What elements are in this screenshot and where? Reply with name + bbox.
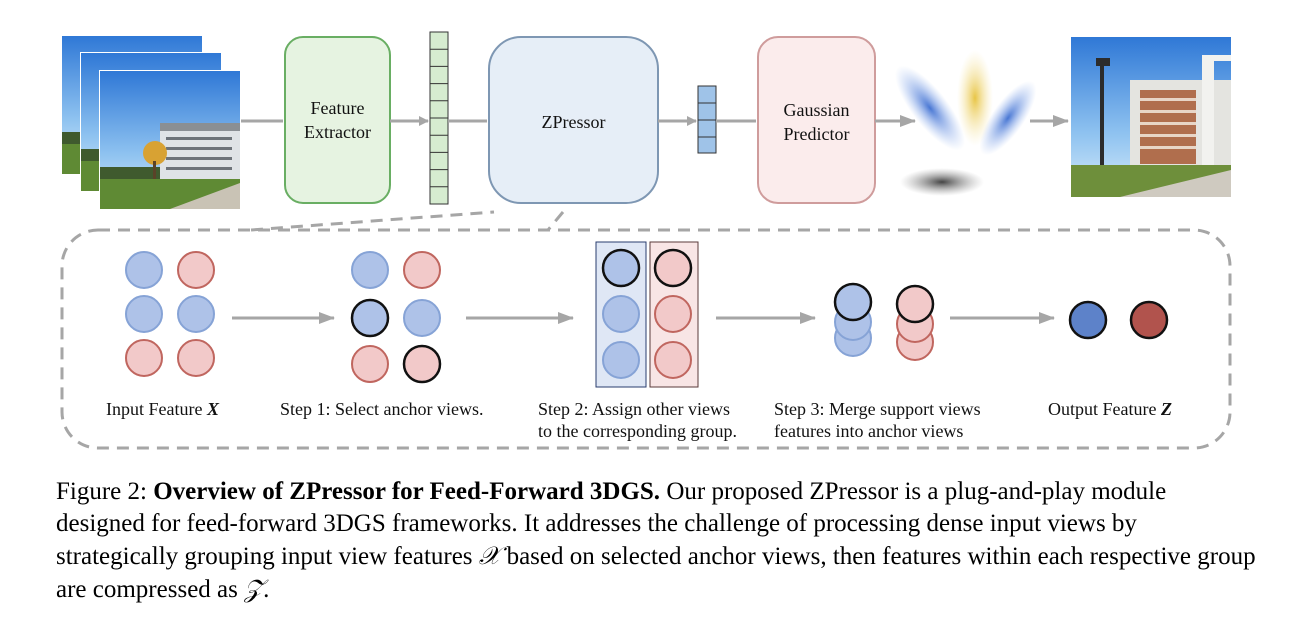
- gaussian-predictor-label: Gaussian Predictor: [783, 100, 850, 144]
- step2-label: Step 2: Assign other views to the corres…: [538, 399, 737, 441]
- step3-label: Step 3: Merge support views features int…: [774, 399, 981, 441]
- output-feature-circles: [1068, 300, 1169, 340]
- caption-title: Overview of ZPressor for Feed-Forward 3D…: [153, 478, 661, 505]
- input-views-stack: [60, 34, 241, 210]
- figure-caption: Figure 2: Overview of ZPressor for Feed-…: [56, 476, 1256, 606]
- compressed-token-column: [697, 85, 717, 154]
- input-feature-label: Input Feature X: [106, 399, 219, 419]
- zpressor-detail-panel: [60, 228, 1232, 450]
- step1-circles: [350, 251, 442, 384]
- zpressor-label: ZPressor: [541, 112, 606, 132]
- caption-body-1: Our proposed ZPressor is a plug-and-play…: [56, 478, 1167, 570]
- feature-token-column: [429, 31, 449, 205]
- output-feature-label: Output Feature Z: [1048, 399, 1172, 419]
- input-feature-circles: [125, 251, 215, 377]
- step1-label: Step 1: Select anchor views.: [280, 399, 484, 419]
- caption-body-2: based on selected anchor views, then fea…: [56, 543, 1256, 603]
- caption-symbol-x: 𝒳: [478, 541, 501, 570]
- rendered-novel-view: [1071, 37, 1231, 197]
- feature-extractor-label: Feature Extractor: [304, 98, 371, 142]
- caption-prefix: Figure 2:: [56, 478, 154, 505]
- caption-body-3: .: [263, 576, 270, 603]
- step3-merged-circles: [833, 282, 935, 361]
- gaussian-splats-icon: [894, 50, 1037, 196]
- step2-circles: [601, 248, 693, 379]
- pipeline-figure: Feature Extractor ZPressor Gaussian Pred…: [60, 31, 1232, 450]
- caption-symbol-z: 𝒵: [244, 574, 264, 603]
